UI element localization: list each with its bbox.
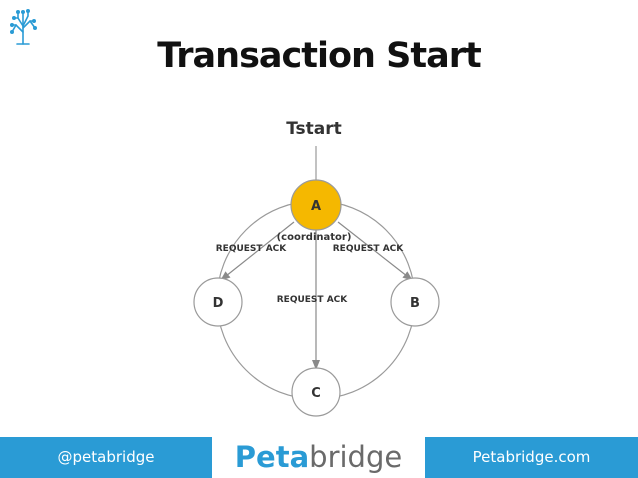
slide-title: Transaction Start	[157, 36, 481, 76]
node-b-circle	[390, 277, 440, 327]
arrow-a-to-b	[337, 221, 413, 281]
brand-logo-bold: Peta	[234, 440, 310, 474]
node-b-label: B	[410, 296, 420, 311]
edge-label-to-c: REQUEST ACK	[277, 295, 349, 305]
node-c-circle	[291, 367, 341, 417]
footer-bar: @petabridge Petabridge Petabridge.com	[0, 437, 638, 478]
node-a-circle	[290, 179, 342, 231]
node-c-label: C	[311, 386, 321, 401]
node-d-label: D	[213, 296, 224, 311]
tstart-label: Tstart	[286, 119, 342, 139]
transaction-diagram: A D B C Tstart (coordinator) REQUEST ACK…	[193, 119, 440, 417]
tree-circuit-logo-icon	[10, 9, 37, 45]
website-link[interactable]: Petabridge.com	[425, 437, 638, 478]
edge-label-to-d: REQUEST ACK	[216, 244, 288, 254]
coordinator-label: (coordinator)	[277, 232, 352, 243]
brand-logo-light: bridge	[309, 440, 403, 474]
twitter-handle[interactable]: @petabridge	[0, 437, 212, 478]
arrow-a-to-d	[220, 221, 295, 281]
node-a-label: A	[311, 199, 321, 214]
edge-label-to-b: REQUEST ACK	[333, 244, 405, 254]
brand-logo: Petabridge	[212, 437, 425, 478]
node-d-circle	[193, 277, 243, 327]
